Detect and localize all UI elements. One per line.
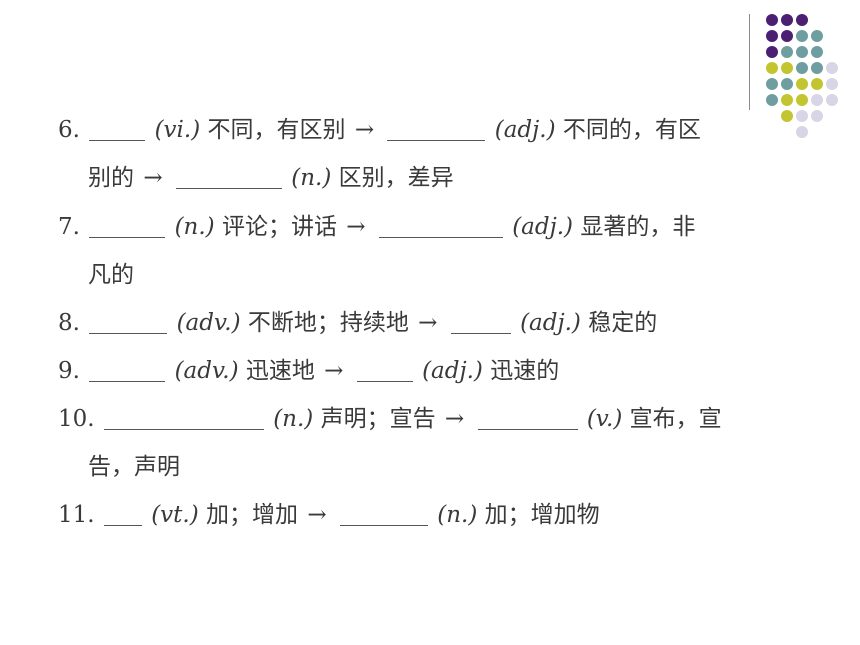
meaning: 评论；讲话 [221,214,337,240]
decorative-dot [766,62,778,74]
arrow-icon: → [143,165,163,191]
meaning: 迅速的 [490,358,560,384]
item-number: 7. [58,214,80,240]
arrow-icon: → [346,214,366,240]
meaning: 迅速地 [245,358,315,384]
part-of-speech: (n.) [291,165,332,191]
meaning: 告，声明 [88,454,180,480]
exercise-item-6-continued: 别的 → (n.) 区别，差异 [88,158,454,198]
exercise-item-7-continued: 凡的 [88,255,134,295]
decorative-dot [781,78,793,90]
decorative-dot [811,30,823,42]
arrow-icon: → [444,406,465,432]
decorative-dot [826,94,838,106]
decorative-dot [766,94,778,106]
answer-blank[interactable] [103,407,264,430]
answer-blank[interactable] [103,503,142,526]
decorative-dot [781,46,793,58]
item-number: 11. [58,502,95,528]
exercise-item-10: 10. (n.) 声明；宣告 → (v.) 宣布，宣 [58,399,722,439]
exercise-item-6: 6. (vi.) 不同，有区别 → (adj.) 不同的，有区 [58,110,701,150]
decorative-dot [766,46,778,58]
decorative-dot [826,78,838,90]
part-of-speech: (adj.) [512,214,574,240]
decorative-dot [796,46,808,58]
answer-blank[interactable] [356,359,413,382]
exercise-item-7: 7. (n.) 评论；讲话 → (adj.) 显著的，非 [58,207,695,247]
decorative-dot [811,62,823,74]
decorative-dot [811,110,823,122]
arrow-icon: → [418,310,438,336]
part-of-speech: (adv.) [176,310,241,336]
answer-blank[interactable] [89,359,166,382]
decorative-dot [811,94,823,106]
answer-blank[interactable] [89,215,166,238]
decorative-dot [766,30,778,42]
answer-blank[interactable] [89,311,168,334]
part-of-speech: (n.) [273,406,314,432]
item-number: 9. [58,358,80,384]
decorative-dot [796,110,808,122]
answer-blank[interactable] [339,503,428,526]
meaning: 加；增加物 [484,502,600,528]
arrow-icon: → [354,117,375,143]
meaning: 稳定的 [588,310,658,336]
decorative-dot [796,62,808,74]
meaning: 区别，差异 [338,165,454,191]
part-of-speech: (n.) [174,214,215,240]
decorative-dot [781,94,793,106]
meaning: 不同，有区别 [207,117,346,143]
answer-blank[interactable] [477,407,578,430]
item-number: 8. [58,310,80,336]
decorative-dot [781,62,793,74]
meaning: 不同的，有区 [562,117,701,143]
answer-blank[interactable] [387,118,486,141]
exercise-item-11: 11. (vt.) 加；增加 → (n.) 加；增加物 [58,495,600,535]
decorative-dot [766,14,778,26]
decorative-dot [796,126,808,138]
decorative-dot [781,110,793,122]
arrow-icon: → [324,358,344,384]
decorative-dot [826,62,838,74]
part-of-speech: (adv.) [174,358,239,384]
decorative-dot [766,78,778,90]
meaning: 凡的 [88,262,134,288]
decorative-dot [781,14,793,26]
part-of-speech: (adj.) [422,358,483,384]
arrow-icon: → [307,502,327,528]
meaning: 宣布，宣 [629,406,722,432]
decorative-dot [811,78,823,90]
part-of-speech: (vt.) [151,502,199,528]
answer-blank[interactable] [89,118,146,141]
decorative-dot-grid [766,14,838,138]
decorative-dot [796,78,808,90]
exercise-item-9: 9. (adv.) 迅速地 → (adj.) 迅速的 [58,351,559,391]
exercise-item-10-continued: 告，声明 [88,447,180,487]
part-of-speech: (v.) [586,406,623,432]
answer-blank[interactable] [175,166,282,189]
part-of-speech: (n.) [437,502,478,528]
decorative-vertical-line [749,14,750,110]
item-number: 10. [58,406,95,432]
part-of-speech: (adj.) [494,117,556,143]
answer-blank[interactable] [450,311,511,334]
meaning: 别的 [88,165,134,191]
decorative-dot [781,30,793,42]
part-of-speech: (adj.) [520,310,581,336]
decorative-dot [796,14,808,26]
answer-blank[interactable] [378,215,503,238]
item-number: 6. [58,117,80,143]
decorative-dot [811,46,823,58]
decorative-dot [796,30,808,42]
meaning: 声明；宣告 [320,406,436,432]
exercise-item-8: 8. (adv.) 不断地；持续地 → (adj.) 稳定的 [58,303,657,343]
part-of-speech: (vi.) [154,117,201,143]
meaning: 加；增加 [206,502,299,528]
decorative-dot [796,94,808,106]
meaning: 不断地；持续地 [247,310,409,336]
meaning: 显著的，非 [580,214,696,240]
